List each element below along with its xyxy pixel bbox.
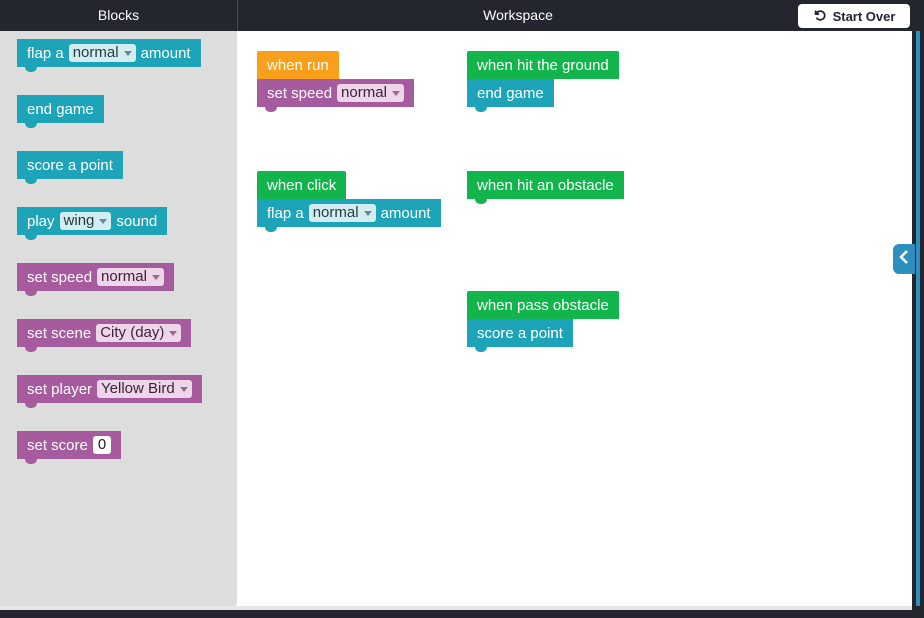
block-label: end game [477,84,544,102]
right-edge-accent [916,31,920,606]
pass-score-point-block[interactable]: score a point [467,319,573,352]
chevron-down-icon [169,330,178,336]
chevron-left-icon [898,249,910,270]
block-label: set score [27,436,88,454]
header-divider [237,0,238,31]
toolbox-set-speed-block[interactable]: set speed normal [17,263,174,296]
start-over-label: Start Over [832,8,896,24]
collapse-panel-tab[interactable] [893,244,915,274]
toolbox-play-sound-block[interactable]: play wing sound [17,207,168,240]
block-label: set scene [27,324,92,342]
block-label: set speed [267,84,333,102]
click-flap-block[interactable]: flap a normal amount [257,199,441,232]
blocks-header: Blocks [97,7,140,23]
toolbox-flap-block[interactable]: flap a normal amount [17,39,201,72]
toolbox-set-score-block[interactable]: set score 0 [17,431,122,464]
block-label: score a point [27,156,113,174]
scene-dropdown[interactable]: City (day) [96,324,182,342]
when-hit-ground-event-block[interactable]: when hit the ground [467,51,619,84]
run-set-speed-block[interactable]: set speed normal [257,79,414,112]
block-label: when pass obstacle [477,296,609,314]
block-label: when hit an obstacle [477,176,614,194]
block-label: sound [116,212,158,230]
block-label: end game [27,100,94,118]
flap-amount-dropdown[interactable]: normal [68,44,136,62]
when-hit-obstacle-event-block[interactable]: when hit an obstacle [467,171,624,204]
chevron-down-icon [151,274,160,280]
chevron-down-icon [99,218,108,224]
when-run-event-block[interactable]: when run [257,51,339,84]
score-value-field[interactable]: 0 [92,436,112,454]
ground-end-game-block[interactable]: end game [467,79,554,112]
block-label: flap a [27,44,64,62]
block-label: flap a [267,204,304,222]
speed-dropdown[interactable]: normal [97,268,164,286]
top-bar [0,0,924,31]
block-label: when hit the ground [477,56,609,74]
toolbox-set-player-block[interactable]: set player Yellow Bird [17,375,202,408]
flap-amount-dropdown[interactable]: normal [308,204,376,222]
block-label: amount [140,44,191,62]
block-label: when run [267,56,329,74]
speed-dropdown[interactable]: normal [337,84,404,102]
block-label: set speed [27,268,93,286]
sound-dropdown[interactable]: wing [59,212,112,230]
block-label: play [27,212,55,230]
toolbox-score-point-block[interactable]: score a point [17,151,123,184]
workspace-header: Workspace [483,7,553,23]
start-over-button[interactable]: Start Over [798,4,910,28]
chevron-down-icon [391,90,400,96]
chevron-down-icon [123,50,132,56]
chevron-down-icon [179,386,188,392]
block-label: amount [380,204,431,222]
bottom-bar-highlight [0,606,912,610]
reset-icon [813,8,827,25]
when-pass-obstacle-event-block[interactable]: when pass obstacle [467,291,619,324]
chevron-down-icon [363,210,372,216]
toolbox-end-game-block[interactable]: end game [17,95,104,128]
block-label: score a point [477,324,563,342]
toolbox-set-scene-block[interactable]: set scene City (day) [17,319,192,352]
block-label: set player [27,380,93,398]
player-dropdown[interactable]: Yellow Bird [97,380,192,398]
when-click-event-block[interactable]: when click [257,171,347,204]
block-label: when click [267,176,337,194]
